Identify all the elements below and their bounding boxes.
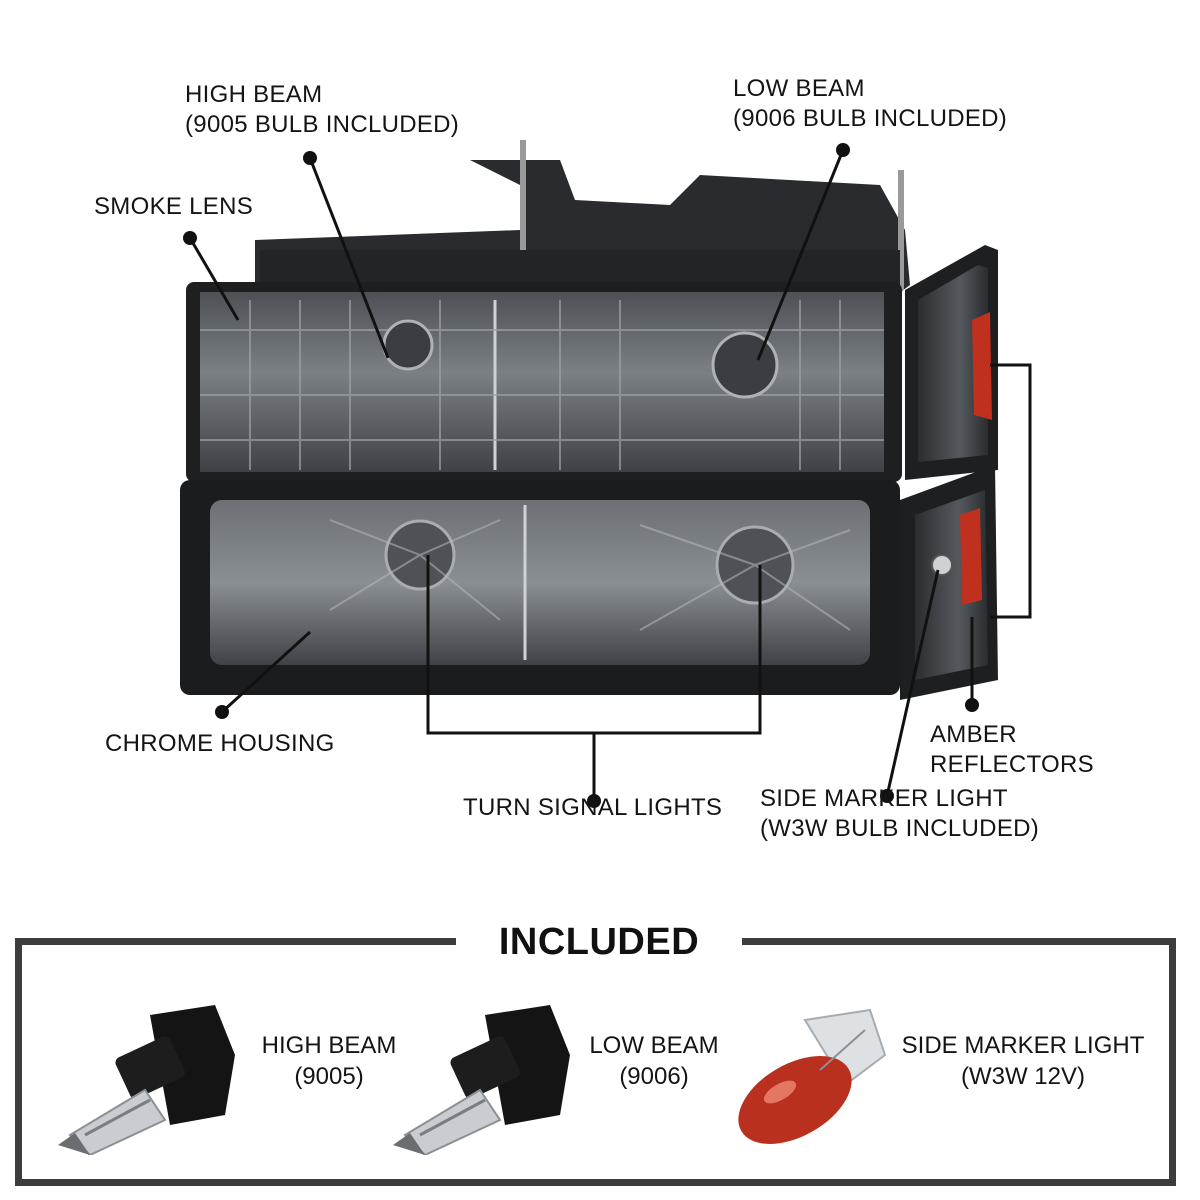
- included-item-low-beam-line1: LOW BEAM: [589, 1032, 719, 1059]
- callout-low-beam: LOW BEAM (9006 BULB INCLUDED): [733, 74, 1007, 134]
- callout-side-marker: SIDE MARKER LIGHT (W3W BULB INCLUDED): [760, 784, 1039, 844]
- included-item-side-marker: SIDE MARKER LIGHT (W3W 12V): [888, 1030, 1158, 1092]
- callout-amber-reflectors: AMBER REFLECTORS: [930, 720, 1094, 780]
- callout-high-beam: HIGH BEAM (9005 BULB INCLUDED): [185, 80, 459, 140]
- callout-dots: [183, 143, 979, 808]
- callout-high-beam-line2: (9005 BULB INCLUDED): [185, 111, 460, 138]
- corner-marker-lower: [900, 465, 998, 700]
- included-item-high-beam: HIGH BEAM (9005): [240, 1030, 418, 1092]
- wedge-bulb-w3w-icon: [738, 1008, 887, 1144]
- callout-low-beam-line2: (9006 BULB INCLUDED): [733, 105, 1008, 132]
- callout-leader-lines: [188, 149, 1032, 800]
- callout-amber-reflectors-line2: REFLECTORS: [930, 751, 1094, 778]
- callout-smoke-lens: SMOKE LENS: [94, 192, 253, 222]
- callout-amber-reflectors-line1: AMBER: [930, 721, 1017, 748]
- halogen-bulb-9006-icon: [393, 1005, 570, 1155]
- callout-high-beam-line1: HIGH BEAM: [185, 81, 323, 108]
- included-item-low-beam-line2: (9006): [619, 1063, 689, 1090]
- callout-side-marker-line1: SIDE MARKER LIGHT: [760, 785, 1008, 812]
- included-title: INCLUDED: [456, 916, 742, 968]
- callout-turn-signal-line1: TURN SIGNAL LIGHTS: [463, 794, 723, 821]
- callout-turn-signal: TURN SIGNAL LIGHTS: [463, 793, 722, 823]
- high-low-beam-lens: [186, 282, 902, 482]
- corner-marker-upper: [905, 245, 998, 480]
- included-item-high-beam-line2: (9005): [294, 1063, 364, 1090]
- callout-low-beam-line1: LOW BEAM: [733, 75, 865, 102]
- callout-smoke-lens-line1: SMOKE LENS: [94, 193, 254, 220]
- rear-housing: [255, 140, 910, 300]
- callout-chrome-housing: CHROME HOUSING: [105, 729, 335, 759]
- callout-side-marker-line2: (W3W BULB INCLUDED): [760, 815, 1040, 842]
- callout-chrome-housing-line1: CHROME HOUSING: [105, 730, 335, 757]
- turn-signal-lens: [180, 480, 900, 695]
- halogen-bulb-9005-icon: [58, 1005, 235, 1155]
- included-item-low-beam: LOW BEAM (9006): [570, 1030, 738, 1092]
- headlight-assembly-illustration: [180, 140, 1032, 808]
- included-item-side-marker-line2: (W3W 12V): [960, 1063, 1085, 1090]
- included-item-side-marker-line1: SIDE MARKER LIGHT: [901, 1032, 1145, 1059]
- included-item-high-beam-line1: HIGH BEAM: [261, 1032, 397, 1059]
